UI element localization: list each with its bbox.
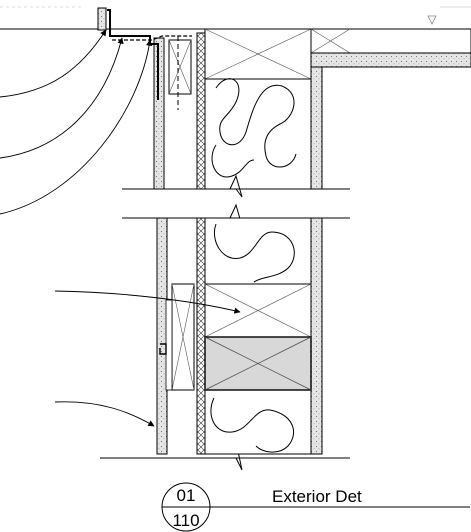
ceiling-line <box>0 6 471 30</box>
exterior-cladding <box>153 37 195 455</box>
interior-gypsum-board <box>310 66 323 455</box>
batt-insulation-lower <box>204 217 312 455</box>
blocking <box>204 283 312 391</box>
detail-number: 01 <box>177 486 196 505</box>
wall-sheathing <box>196 32 206 455</box>
leader-arrows <box>0 29 241 427</box>
detail-sheet-number: 110 <box>172 511 199 530</box>
top-plates <box>204 28 471 80</box>
batt-insulation-upper <box>204 78 312 190</box>
detail-title: Exterior Det <box>272 487 362 506</box>
detail-tag: 01 110 Exterior Det <box>161 482 470 532</box>
level-marker-icon <box>427 15 437 25</box>
